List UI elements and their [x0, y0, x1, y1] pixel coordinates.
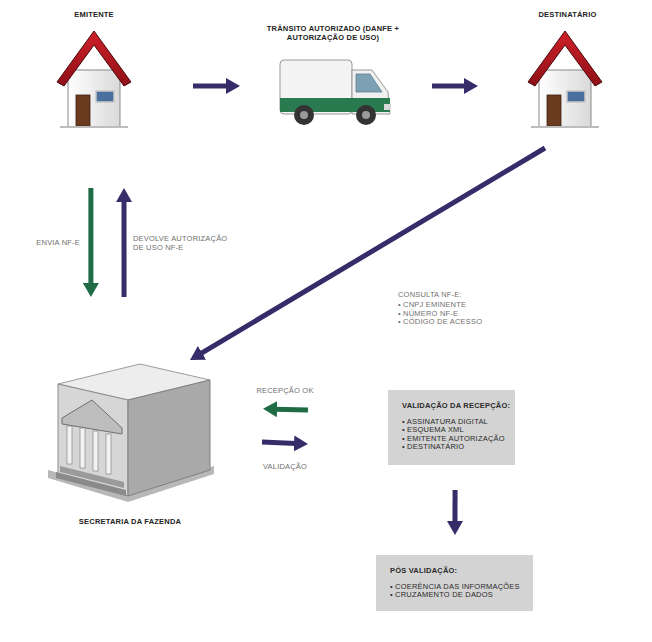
flow-arrow	[452, 490, 457, 523]
node-title: EMITENTE	[74, 10, 114, 19]
edge-label: ENVIA NF-E	[18, 238, 80, 247]
house-node: EMITENTE	[55, 10, 133, 130]
query-field: • CNPJ EMINENTE	[398, 300, 466, 309]
flow-arrow	[432, 83, 466, 88]
node-title: DESTINATÁRIO	[538, 10, 596, 19]
edge-label: VALIDAÇÃO	[250, 462, 320, 471]
edge-label: DEVOLVE AUTORIZAÇÃO DE USO NF-E	[133, 234, 229, 252]
flow-arrow	[122, 200, 127, 297]
query-field: • CÓDIGO DE ACESSO	[398, 317, 482, 326]
bullet-item: • DESTINATÁRIO	[402, 443, 464, 451]
building-node: SECRETARIA DA FAZENDA	[45, 360, 215, 526]
validation-box: VALIDAÇÃO DA RECEPÇÃO: • ASSINATURA DIGIT…	[388, 390, 515, 465]
flow-arrow	[262, 442, 296, 443]
house-node: DESTINATÁRIO	[520, 10, 615, 130]
bullet-item: • ESQUEMA XML	[402, 426, 464, 434]
node-title: SECRETARIA DA FAZENDA	[79, 517, 181, 526]
query-field: • NÚMERO NF-E	[398, 309, 458, 318]
node-title: VALIDAÇÃO DA RECEPÇÃO:	[402, 402, 510, 410]
bullet-item: • CRUZAMENTO DE DADOS	[390, 591, 493, 599]
flow-arrow	[88, 188, 93, 285]
flow-arrow	[275, 407, 308, 413]
edge-label: CONSULTA NF-E:	[398, 290, 508, 299]
emitter-house	[57, 31, 131, 127]
post-validation-box: PÓS VALIDAÇÃO: • COERÊNCIA DAS INFORMAÇÕE…	[376, 555, 533, 611]
flow-arrow	[193, 83, 228, 88]
van-node: TRÂNSITO AUTORIZADO (DANFE + AUTORIZAÇÃO…	[250, 24, 416, 128]
delivery-van	[280, 60, 391, 125]
tax-office-building	[48, 364, 214, 502]
edge-label: RECEPÇÃO OK	[250, 386, 320, 395]
bullet-item: • ASSINATURA DIGITAL	[402, 418, 488, 426]
recipient-house	[528, 31, 602, 127]
node-title: PÓS VALIDAÇÃO:	[390, 567, 457, 575]
bullet-item: • COERÊNCIA DAS INFORMAÇÕES	[390, 583, 520, 591]
node-title: TRÂNSITO AUTORIZADO (DANFE + AUTORIZAÇÃO…	[250, 24, 416, 42]
bullet-item: • EMITENTE AUTORIZAÇÃO	[402, 435, 505, 443]
flow-arrow	[200, 148, 545, 354]
